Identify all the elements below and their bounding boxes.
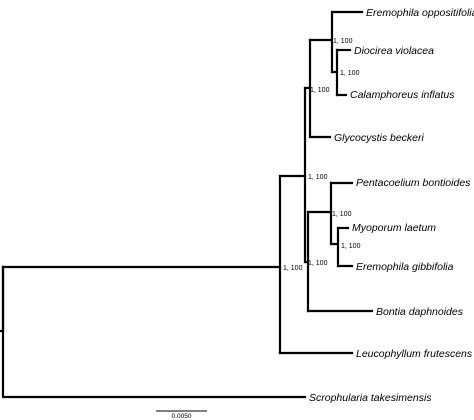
taxon-label: Eremophila gibbifolia: [356, 261, 454, 273]
branch-scrophularia: [1, 265, 307, 399]
branch-ml-eg-stem: [329, 226, 340, 268]
support-label-eo-clade: 1, 100: [333, 38, 353, 45]
taxon-label: Diocirea violacea: [354, 45, 434, 57]
branch-lower-clade: [303, 210, 310, 313]
scale-label: 0.0050: [172, 413, 192, 420]
taxon-label: Calamphoreus inflatus: [350, 89, 455, 101]
taxon-label: Glycocystis beckeri: [334, 132, 425, 144]
branch-eo-clade: [308, 10, 334, 74]
branch-dv-ci-stem: [330, 48, 339, 97]
taxon-label: Leucophyllum frutescens: [356, 348, 473, 360]
taxon-label: Pentacoelium bontioides: [356, 177, 471, 189]
taxon-label: Scrophularia takesimensis: [309, 392, 432, 404]
taxon-label: Eremophila oppositifolia: [366, 7, 474, 19]
support-label-dv-ci: 1, 100: [340, 70, 360, 77]
support-label-pb-clade: 1, 100: [332, 211, 352, 218]
support-label-ml-eg: 1, 100: [341, 243, 361, 250]
support-label-ingroup: 1, 100: [283, 265, 303, 272]
support-label-lower-clade: 1, 100: [308, 260, 328, 267]
branch-upper-clade: [303, 38, 332, 139]
branch-pb-clade: [306, 181, 333, 246]
taxon-label: Bontia daphnoides: [376, 306, 464, 318]
taxon-label: Myoporum laetum: [352, 222, 436, 234]
support-label-inner: 1, 100: [308, 174, 328, 181]
support-label-upper-clade: 1, 100: [310, 87, 330, 94]
